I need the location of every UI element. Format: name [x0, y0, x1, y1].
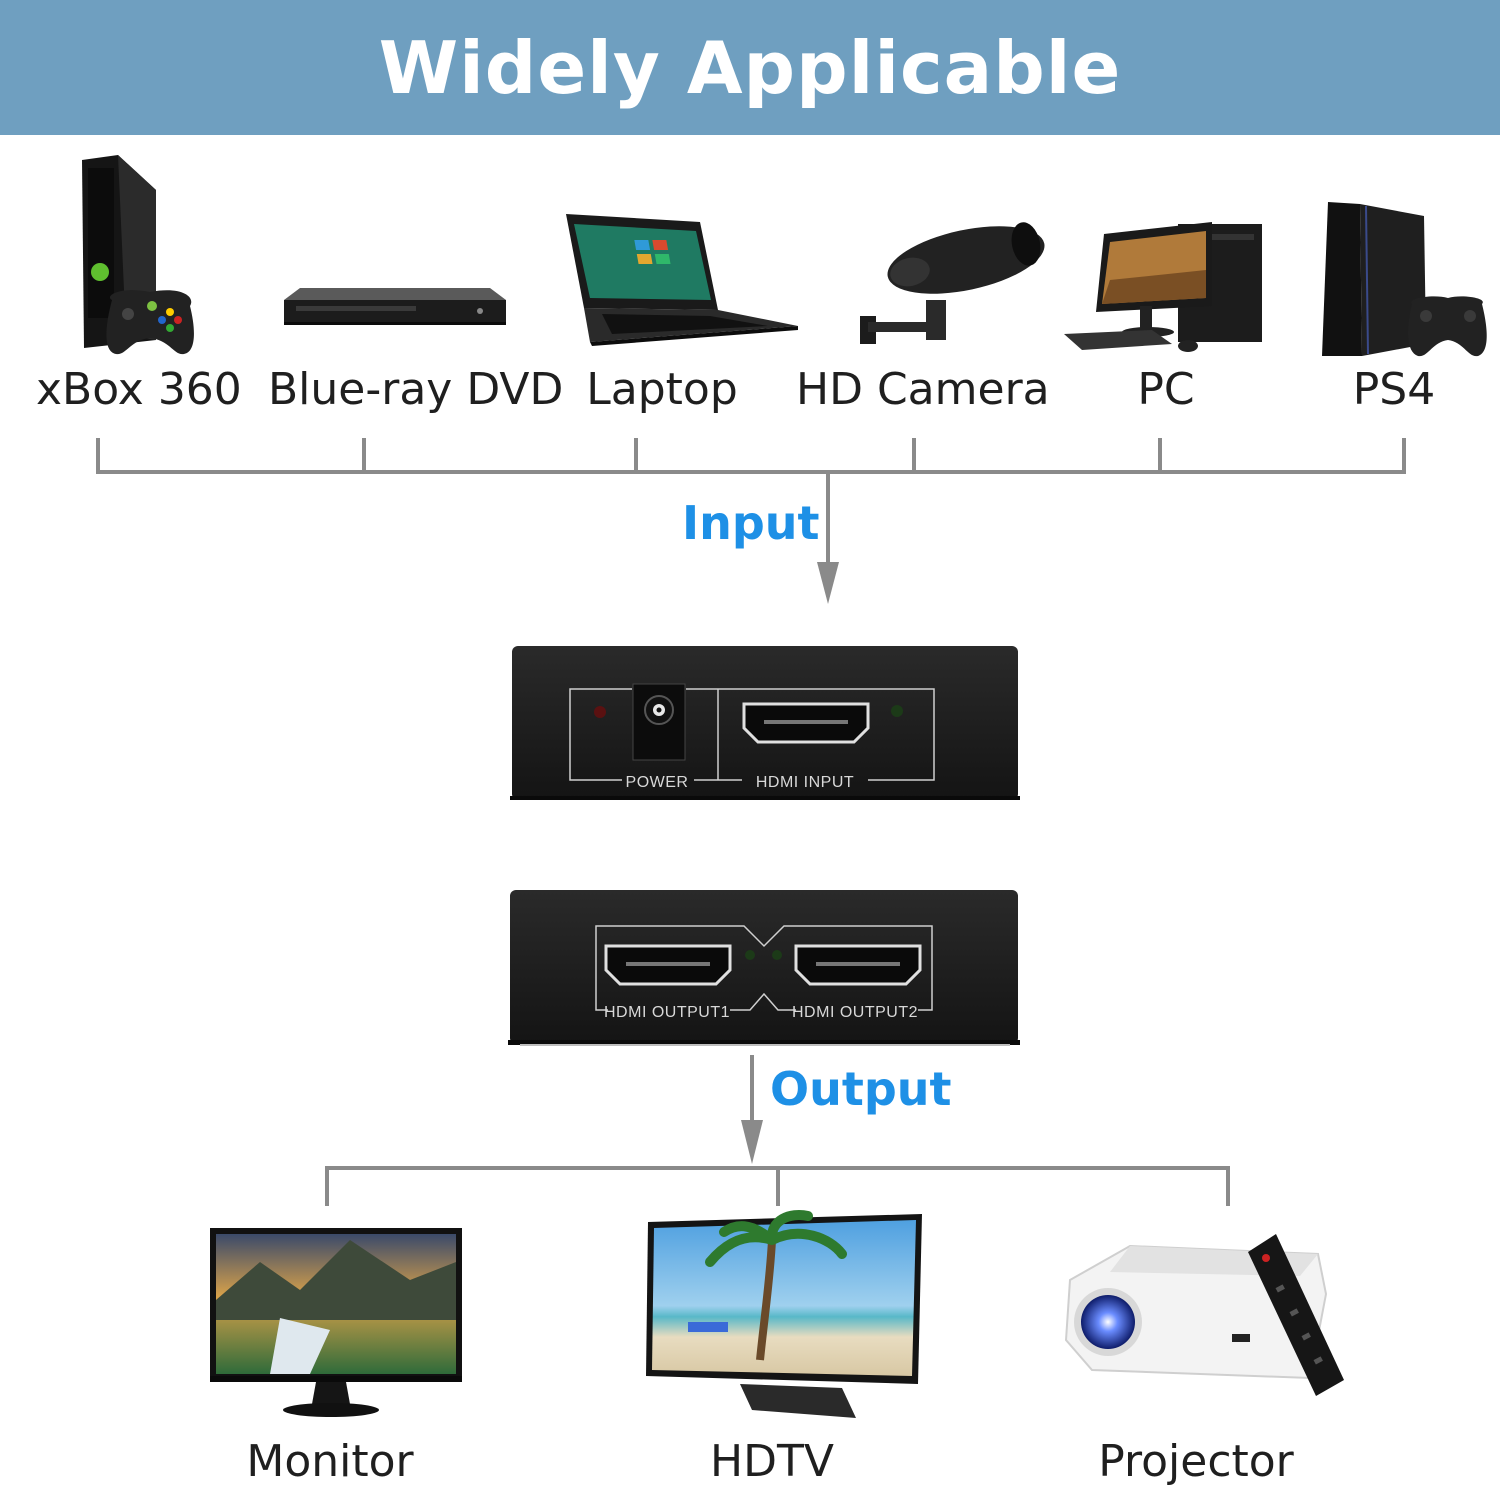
hdmi-output1-port-icon [604, 944, 732, 986]
hdmi-output1-port-label: HDMI OUTPUT1 [604, 1004, 730, 1021]
hdmi-output2-port-icon [794, 944, 922, 986]
output-flow-label: Output [770, 1062, 952, 1116]
remote-control-icon [1248, 1234, 1344, 1396]
output-label-monitor: Monitor [246, 1436, 414, 1487]
output-arrow-head [741, 1120, 763, 1164]
input-label-bluray: Blue-ray DVD [268, 364, 564, 415]
status-led-icon [891, 705, 903, 717]
output-label-hdtv: HDTV [710, 1436, 834, 1487]
hdmi-input-port-label: HDMI INPUT [756, 774, 854, 791]
header-banner: Widely Applicable [0, 0, 1500, 135]
laptop-icon [566, 214, 798, 346]
xbox-360-icon [82, 155, 194, 355]
hdtv-icon [646, 1210, 922, 1418]
power-led-icon [594, 706, 606, 718]
hdmi-input-port-icon [742, 702, 870, 744]
page-title: Widely Applicable [378, 26, 1122, 110]
output-label-projector: Projector [1098, 1436, 1294, 1487]
power-port-label: POWER [626, 774, 689, 791]
input-arrow-head [817, 562, 839, 604]
input-label-camera: HD Camera [796, 364, 1050, 415]
bluray-player-icon [284, 288, 506, 325]
input-label-pc: PC [1137, 364, 1195, 415]
security-camera-icon [860, 222, 1045, 344]
hdmi-output2-port-label: HDMI OUTPUT2 [792, 1004, 918, 1021]
monitor-icon [210, 1228, 462, 1417]
input-label-laptop: Laptop [586, 364, 738, 415]
ps4-console-icon [1322, 202, 1487, 357]
input-flow-label: Input [682, 496, 820, 550]
input-label-xbox: xBox 360 [36, 364, 242, 415]
output1-led-icon [745, 950, 755, 960]
projector-icon [1064, 1234, 1344, 1396]
input-label-ps4: PS4 [1352, 364, 1436, 415]
output2-led-icon [772, 950, 782, 960]
desktop-pc-icon [1064, 222, 1262, 352]
